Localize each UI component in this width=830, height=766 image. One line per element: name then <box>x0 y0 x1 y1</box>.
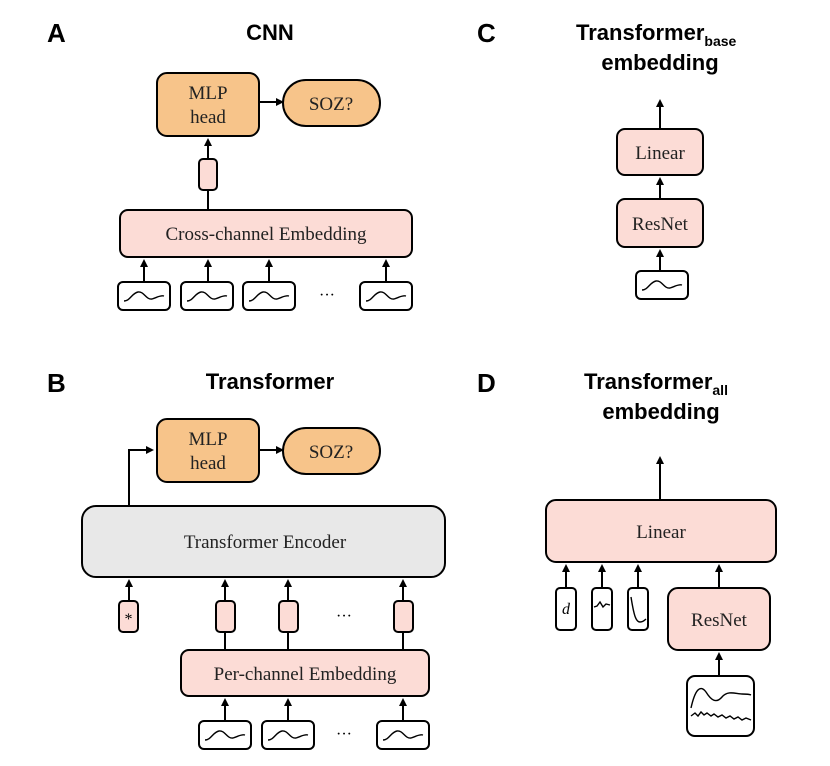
panel-b-cls-token: * <box>118 600 139 633</box>
panel-c-letter: C <box>477 18 496 48</box>
panel-c-input-signal <box>635 270 689 300</box>
panel-b-mlp-line1: MLP <box>188 429 227 450</box>
panel-d-title-line2: embedding <box>602 399 719 424</box>
panel-b-embedding-label: Per-channel Embedding <box>214 664 397 685</box>
panel-a-letter: A <box>47 18 66 48</box>
panel-b-input-signal-2 <box>261 720 315 750</box>
panel-c-title: Transformerbase <box>576 20 737 49</box>
panel-b-cls-symbol: * <box>125 611 133 628</box>
panel-b-transformer-encoder: Transformer Encoder <box>81 505 446 578</box>
panel-c-title-line2: embedding <box>601 50 718 75</box>
panel-a-title: CNN <box>246 20 294 45</box>
panel-b-input-signal-1 <box>198 720 252 750</box>
panel-b-input-signal-3 <box>376 720 430 750</box>
panel-d-feature-wave-2 <box>627 587 649 631</box>
panel-d-letter: D <box>477 368 496 398</box>
panel-d-title-sub: all <box>712 382 728 398</box>
panel-c-title-sub: base <box>704 33 736 49</box>
panel-d-resnet-label: ResNet <box>691 610 748 631</box>
panel-d-resnet: ResNet <box>667 587 771 651</box>
panel-d-title: Transformerall <box>584 369 728 398</box>
panel-a-cross-channel-embedding: Cross-channel Embedding <box>119 209 413 258</box>
panel-a-mlp-line2: head <box>190 107 226 128</box>
panel-b-mlp-head: MLP head <box>156 418 260 483</box>
panel-d: D Transformerall embedding Linear d <box>477 368 777 737</box>
panel-b: B Transformer MLP head SOZ? Transformer … <box>47 368 446 750</box>
panel-d-linear-label: Linear <box>636 522 686 543</box>
panel-d-input-signal <box>686 675 755 737</box>
panel-c-linear-label: Linear <box>635 143 685 164</box>
panel-b-channel-token-3 <box>393 600 414 633</box>
panel-a: A CNN MLP head SOZ? Cross-channel Embedd… <box>47 18 413 311</box>
panel-a-input-signal-1 <box>117 281 171 311</box>
panel-b-mlp-line2: head <box>190 453 226 474</box>
panel-b-arrow-encoder-mlp <box>128 446 154 506</box>
panel-a-output: SOZ? <box>282 79 381 127</box>
panel-a-embedding-label: Cross-channel Embedding <box>165 224 367 245</box>
panel-d-linear: Linear <box>545 499 777 563</box>
panel-a-output-label: SOZ? <box>309 94 353 115</box>
panel-c-linear: Linear <box>616 128 704 176</box>
panel-c-resnet: ResNet <box>616 198 704 248</box>
panel-d-feature-d: d <box>555 587 577 631</box>
panel-b-input-ellipsis: ··· <box>336 726 352 743</box>
panel-d-title-main: Transformer <box>584 369 713 394</box>
panel-a-input-signal-4 <box>359 281 413 311</box>
panel-a-input-ellipsis: ··· <box>319 287 335 304</box>
panel-a-mlp-head: MLP head <box>156 72 260 137</box>
panel-a-mlp-line1: MLP <box>188 83 227 104</box>
panel-b-output-label: SOZ? <box>309 442 353 463</box>
panel-b-encoder-label: Transformer Encoder <box>184 532 347 553</box>
panel-c-title-main: Transformer <box>576 20 705 45</box>
panel-b-title: Transformer <box>206 369 335 394</box>
panel-b-letter: B <box>47 368 66 398</box>
panel-d-feature-wave-1 <box>591 587 613 631</box>
panel-b-channel-token-1 <box>215 600 236 633</box>
panel-a-embedding-token <box>198 158 218 191</box>
panel-a-input-signal-3 <box>242 281 296 311</box>
panel-d-feature-d-label: d <box>562 601 571 618</box>
panel-b-output: SOZ? <box>282 427 381 475</box>
panel-a-input-signal-2 <box>180 281 234 311</box>
panel-b-token-ellipsis: ··· <box>336 608 352 625</box>
panel-c: C Transformerbase embedding Linear ResNe… <box>477 18 737 300</box>
panel-b-channel-token-2 <box>278 600 299 633</box>
panel-c-resnet-label: ResNet <box>632 214 689 235</box>
panel-b-per-channel-embedding: Per-channel Embedding <box>180 649 430 697</box>
